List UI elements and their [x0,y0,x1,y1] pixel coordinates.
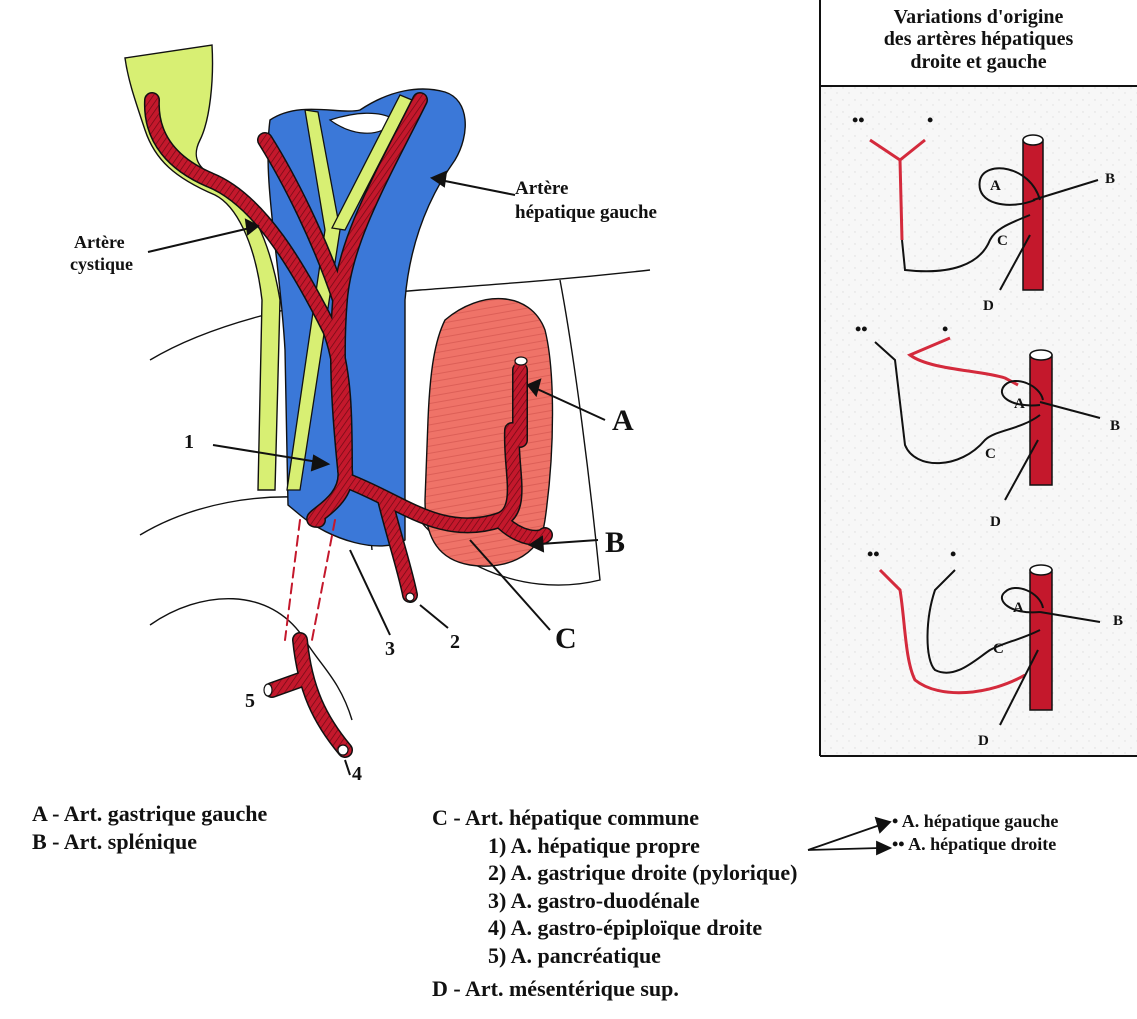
label-letter-a: A [612,404,634,437]
variations-panel-title: Variations d'origine des artères hépatiq… [820,6,1137,73]
variant-3-label-d: D [978,733,989,749]
label-number-2: 2 [450,631,460,653]
legend-subitem-3: 3) A. gastro-duodénale [488,887,797,915]
variant-2-label-a: A [1014,396,1025,412]
legend-branch-left-hepatic: • A. hépatique gauche [892,810,1058,833]
legend-subitem-5: 5) A. pancréatique [488,942,797,970]
variations-panel-title-line1: Variations d'origine [820,6,1137,28]
label-cystic-artery-line1: Artère [74,232,125,252]
variations-panel-title-line2: des artères hépatiques [820,28,1137,50]
variant-3-label-a: A [1013,600,1024,616]
main-illustration: Artère hépatique gauche Artère cystique … [70,45,657,785]
legend-item-b: B - Art. splénique [32,828,267,856]
variant-2-label-d: D [990,514,1001,530]
label-cystic-artery-line2: cystique [70,254,133,274]
legend-center: C - Art. hépatique commune 1) A. hépatiq… [432,804,797,1003]
label-number-3: 3 [385,638,395,660]
variant-2-label-b: B [1110,418,1120,434]
variant-3-double-dot: •• [867,544,880,564]
variant-3-label-c: C [993,641,1004,657]
legend-subitem-2: 2) A. gastrique droite (pylorique) [488,859,797,887]
variant-3-label-b: B [1113,613,1123,629]
label-left-hepatic-artery-line1: Artère [515,178,568,199]
variant-3-single-dot: • [950,544,956,564]
legend-item-c: C - Art. hépatique commune [432,804,797,832]
label-number-1: 1 [184,431,194,453]
legend-item-d: D - Art. mésentérique sup. [432,975,797,1003]
variant-2-single-dot: • [942,319,948,339]
legend-item-a: A - Art. gastrique gauche [32,800,267,828]
legend-branch-right-hepatic: •• A. hépatique droite [892,833,1058,856]
label-letter-b: B [605,526,625,559]
label-letter-c: C [555,622,577,655]
legend-subitem-1: 1) A. hépatique propre [488,832,797,860]
legend-subitems: 1) A. hépatique propre 2) A. gastrique d… [432,832,797,970]
variant-1-double-dot: •• [852,110,865,130]
variant-1-label-b: B [1105,171,1115,187]
variant-1-label-c: C [997,233,1008,249]
legend-subitem-4: 4) A. gastro-épiploïque droite [488,914,797,942]
variant-2-label-c: C [985,446,996,462]
legend-branches: • A. hépatique gauche •• A. hépatique dr… [892,810,1058,855]
variations-panel: •• • A B C D •• • A B C D [820,0,1137,756]
variant-1-label-d: D [983,298,994,314]
label-number-5: 5 [245,690,255,712]
variations-panel-title-line3: droite et gauche [820,51,1137,73]
variant-1-single-dot: • [927,110,933,130]
legend-left: A - Art. gastrique gauche B - Art. splén… [32,800,267,855]
label-left-hepatic-artery-line2: hépatique gauche [515,202,657,223]
legend-branch-arrows [808,818,890,854]
variant-1-label-a: A [990,178,1001,194]
variant-2-double-dot: •• [855,319,868,339]
variations-panel-background [820,86,1137,756]
label-number-4: 4 [352,763,362,785]
